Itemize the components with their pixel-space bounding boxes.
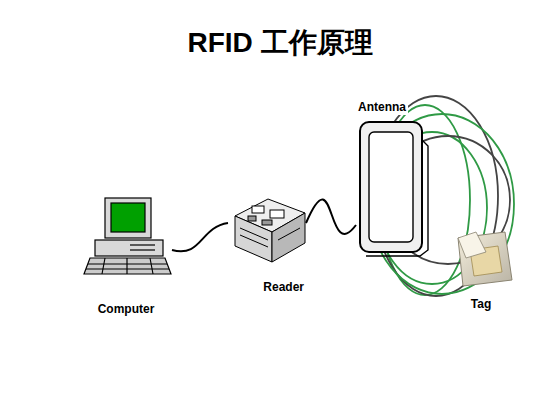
component-node: Reader (228, 190, 306, 295)
cable-wire (306, 199, 356, 233)
tag-card (458, 232, 512, 286)
component-label: Antenna (356, 100, 408, 115)
title: RFID 工作原理 (0, 24, 560, 62)
component-node: Antenna (356, 100, 430, 256)
antenna-frame (360, 122, 428, 256)
component-label: Tag (469, 297, 493, 312)
cable-line (306, 199, 356, 233)
component-node: Tag (450, 228, 512, 312)
cable-line (172, 223, 228, 251)
component-node: Computer (80, 195, 172, 317)
cable-wire (172, 223, 228, 251)
reader-icon (235, 199, 305, 262)
component-label: Reader (261, 280, 306, 295)
component-label: Computer (96, 302, 157, 317)
computer-icon (84, 198, 171, 274)
